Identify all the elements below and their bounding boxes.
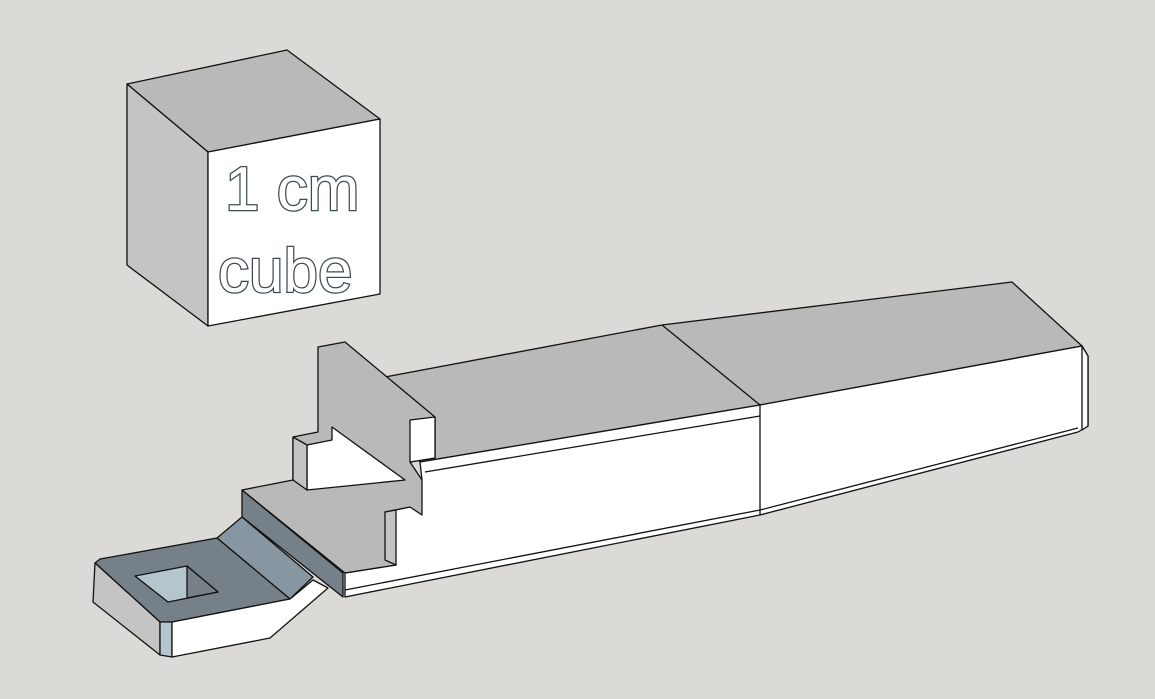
cube-label-line2: cube [218, 237, 352, 306]
lower-step [384, 509, 397, 566]
fin-front-face [409, 416, 436, 463]
bar-front-edge [424, 415, 761, 473]
part-model [92, 281, 1089, 658]
bar-seam-top [661, 324, 761, 406]
reference-cube: 1 cm cube [126, 49, 381, 327]
step-front-face [241, 489, 344, 598]
cube-front-face [207, 118, 381, 327]
cube-label-line1: 1 cm [225, 155, 359, 224]
tab-hole-wall [186, 565, 219, 599]
bar-end-bevel [1081, 345, 1089, 431]
tab-front-face [171, 579, 329, 658]
bar-bottom-edge [344, 427, 1079, 591]
step-block [292, 436, 308, 491]
tab-corner-bevel [159, 621, 173, 658]
